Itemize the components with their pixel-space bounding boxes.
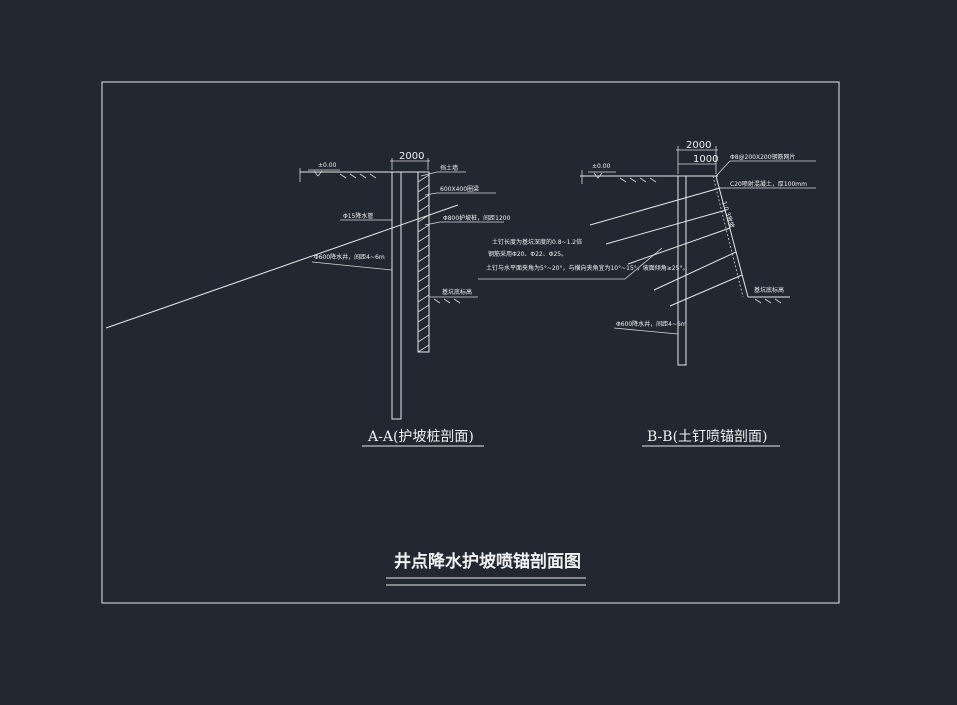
bb-caption: B-B(土钉喷锚剖面) <box>647 429 768 445</box>
diagonal-line <box>105 204 459 329</box>
aa-label-bottom: 基坑底标高 <box>442 288 472 296</box>
drawing-frame <box>101 81 840 604</box>
bb-label-well: Φ600降水井，间距4~6m <box>616 320 687 328</box>
notes-block: 土钉长度为基坑深度的0.8~1.2倍 钢筋采用Φ20、Φ22、Φ25。 土钉与水… <box>478 238 688 280</box>
aa-caption: A-A(护坡桩剖面) <box>367 428 474 445</box>
aa-dimension: 2000 <box>399 151 424 162</box>
drawing-title: 井点降水护坡喷锚剖面图 <box>394 551 581 572</box>
note-2: 钢筋采用Φ20、Φ22、Φ25。 <box>488 250 567 258</box>
aa-label-pile: Φ800护坡桩，间距1200 <box>443 214 511 222</box>
note-3: 土钉与水平面夹角为5°~20°，与横向夹角宜为10°~15°，坡面倾角≥25°。 <box>486 264 688 272</box>
aa-label-well: Φ600降水井，间距4~6m <box>314 253 385 261</box>
aa-label-wall: 挡土墙 <box>440 164 458 172</box>
note-1: 土钉长度为基坑深度的0.8~1.2倍 <box>492 238 582 246</box>
bb-dim-2000: 2000 <box>686 140 711 151</box>
section-bb: ±0.00 2000 1000 Φ8@200X200钢筋网片 C20喷射混凝土 <box>580 140 816 447</box>
aa-label-beam: 600X400圈梁 <box>440 185 479 193</box>
section-aa: ±0.00 2000 <box>299 151 511 447</box>
bb-label-bottom: 基坑底标高 <box>754 286 784 294</box>
bb-label-shotcrete: C20喷射混凝土，厚100mm <box>730 180 807 188</box>
aa-label-pipe: Φ15降水管 <box>343 212 373 220</box>
aa-elevation: ±0.00 <box>318 162 337 169</box>
bb-dim-1000: 1000 <box>693 154 718 165</box>
bb-label-mesh: Φ8@200X200钢筋网片 <box>730 153 796 161</box>
bb-elevation: ±0.00 <box>592 163 611 170</box>
bb-label-slope: 1:0.3放坡 <box>720 200 736 229</box>
